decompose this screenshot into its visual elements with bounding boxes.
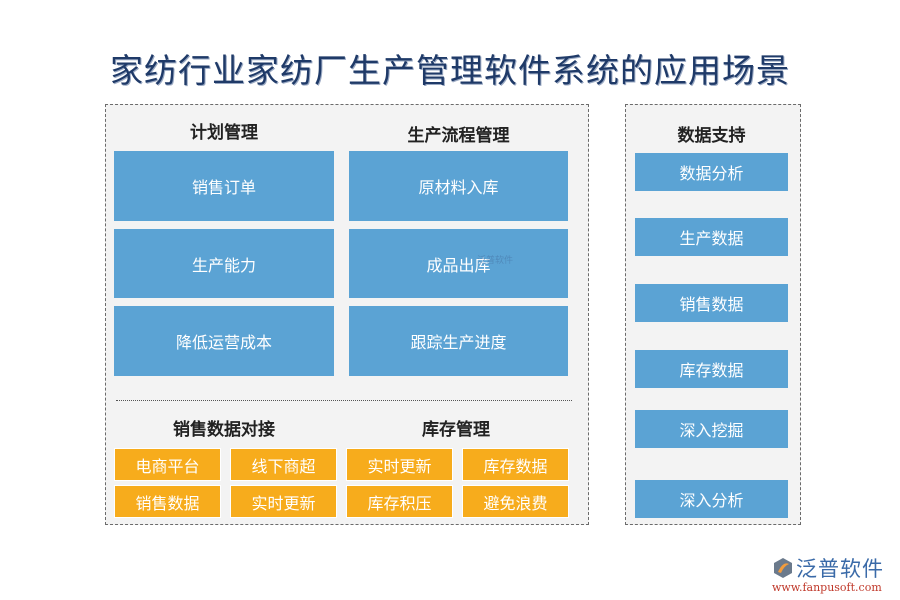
planning-item-reduce-cost: 降低运营成本	[114, 306, 334, 376]
inventory-item-avoid-waste: 避免浪费	[462, 485, 569, 518]
brand-logo: 泛普软件 www.fanpusoft.com	[772, 553, 894, 597]
planning-item-capacity: 生产能力	[114, 229, 334, 298]
fanpu-logo-icon	[774, 558, 792, 578]
sales-integration-heading: 销售数据对接	[173, 420, 275, 440]
sales-item-offline-store: 线下商超	[230, 448, 337, 481]
support-item-inventory-data: 库存数据	[635, 350, 788, 388]
support-item-production-data: 生产数据	[635, 218, 788, 256]
watermark: 泛普软件	[477, 256, 514, 266]
planning-heading: 计划管理	[190, 123, 258, 143]
planning-item-sales-order: 销售订单	[114, 151, 334, 221]
sales-item-ecommerce: 电商平台	[114, 448, 221, 481]
data-support-heading: 数据支持	[677, 126, 746, 146]
support-item-deep-mining: 深入挖掘	[635, 410, 788, 448]
sales-item-sales-data: 销售数据	[114, 485, 221, 518]
production-flow-heading: 生产流程管理	[407, 126, 510, 146]
inventory-item-realtime-update: 实时更新	[346, 448, 453, 481]
inventory-item-stock-data: 库存数据	[462, 448, 569, 481]
inventory-heading: 库存管理	[422, 420, 490, 440]
logo-name: 泛普软件	[796, 557, 884, 581]
support-item-data-analysis: 数据分析	[635, 153, 788, 191]
flow-item-raw-material-in: 原材料入库	[349, 151, 568, 221]
support-item-deep-analysis: 深入分析	[635, 480, 788, 518]
sales-item-realtime-update: 实时更新	[230, 485, 337, 518]
logo-url: www.fanpusoft.com	[772, 581, 882, 594]
support-item-sales-data: 销售数据	[635, 284, 788, 322]
flow-item-finished-goods-out: 成品出库	[349, 229, 568, 298]
flow-item-track-progress: 跟踪生产进度	[349, 306, 568, 376]
inventory-item-overstock: 库存积压	[346, 485, 453, 518]
section-divider	[116, 400, 572, 401]
page-title: 家纺行业家纺厂生产管理软件系统的应用场景	[110, 51, 790, 90]
